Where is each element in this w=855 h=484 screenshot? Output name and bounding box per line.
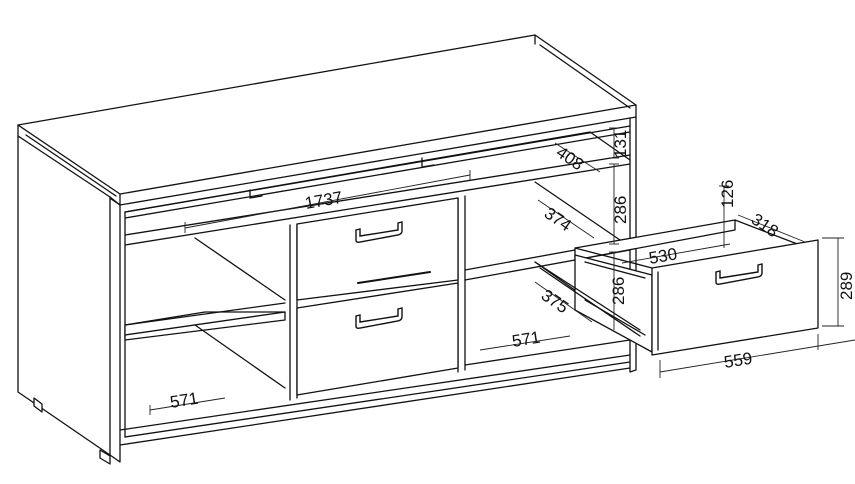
center-drawer-upper	[296, 197, 459, 301]
left-side-panel	[17, 135, 121, 465]
dimension-lines	[149, 127, 855, 415]
cabinet-top	[17, 34, 637, 206]
dim-drawer-inner-height: 126	[718, 180, 737, 208]
dim-drawer-front-width: 559	[723, 349, 754, 372]
dim-right-lower-depth: 375	[538, 286, 572, 318]
dim-left-lower-width: 571	[169, 389, 200, 412]
dim-top-gap-height: 131	[611, 130, 630, 158]
pulled-out-drawer	[534, 219, 819, 356]
dim-drawer-front-height: 289	[837, 272, 855, 300]
center-drawer-lower	[296, 282, 459, 396]
dim-drawer-height-mid: 286	[609, 277, 628, 305]
dim-total-width: 1737	[303, 188, 344, 213]
dim-right-lower-width: 571	[511, 328, 542, 351]
dim-right-upper-depth: 374	[541, 204, 575, 236]
dim-drawer-inner-width: 530	[647, 244, 678, 268]
dim-right-upper-height: 286	[611, 196, 630, 224]
dim-shelf-depth-top: 408	[553, 143, 587, 175]
